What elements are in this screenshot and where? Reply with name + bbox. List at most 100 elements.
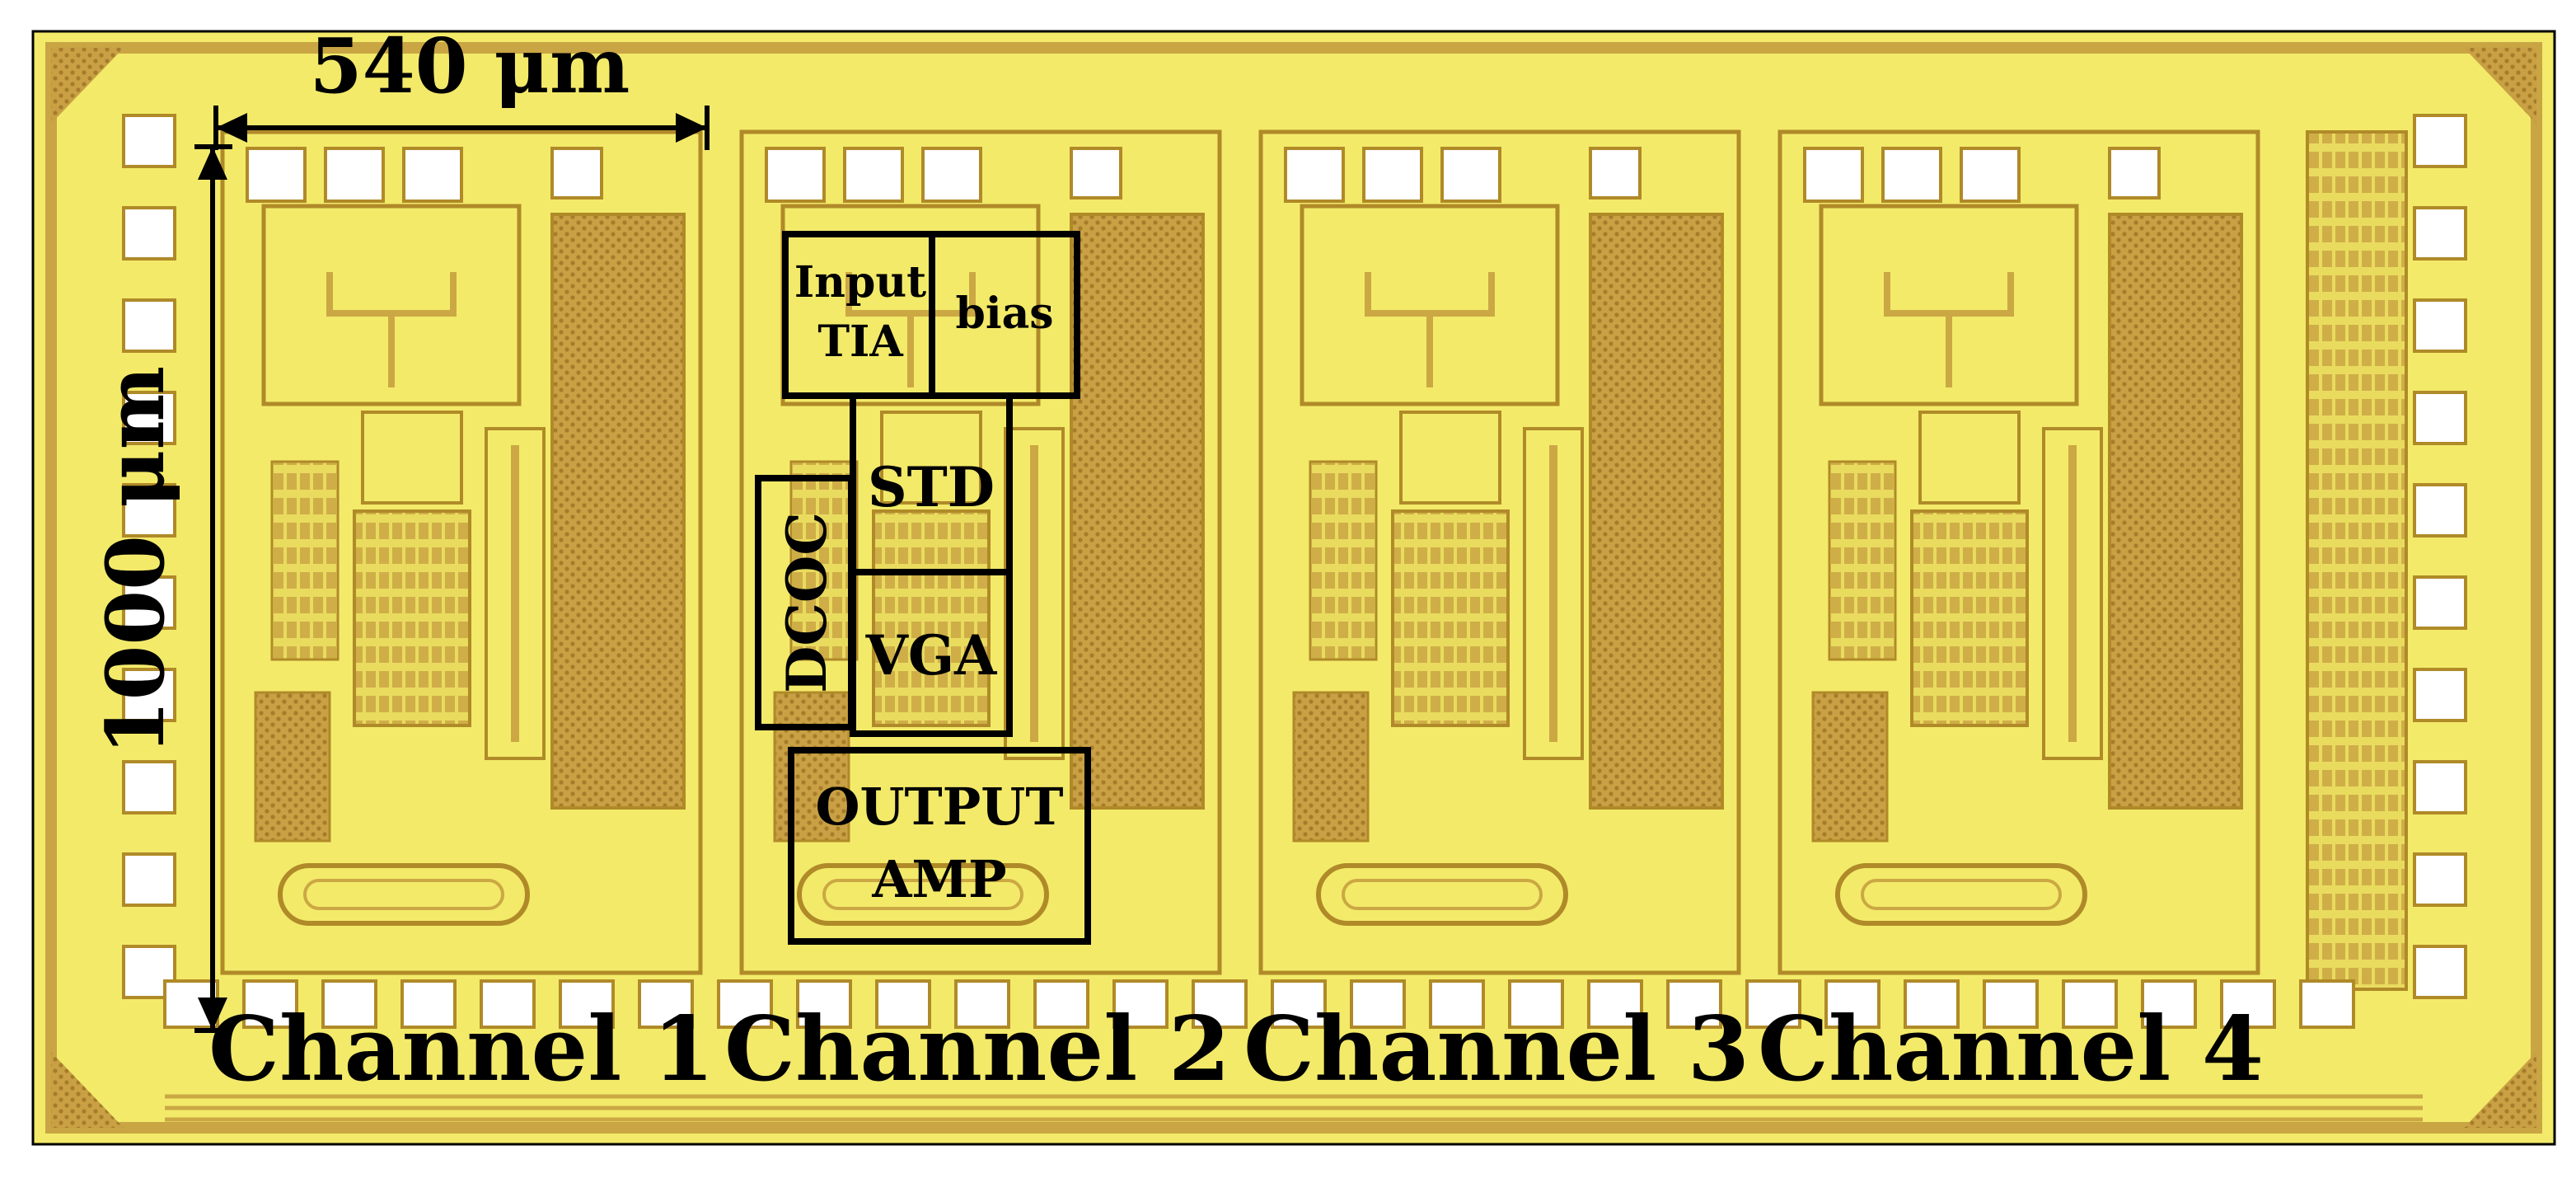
channel-frame <box>220 129 703 975</box>
input-trace <box>1365 272 1495 387</box>
left-edge-pad <box>122 483 176 538</box>
mid-block <box>880 411 982 505</box>
right-edge-pad <box>2413 760 2467 814</box>
bond-pads <box>122 114 2467 1122</box>
channel-top-pad <box>1881 147 1942 203</box>
vertical-bus <box>485 427 546 760</box>
left-edge-pad <box>122 852 176 907</box>
output-loop <box>797 863 1049 926</box>
left-edge-pad <box>122 760 176 814</box>
seal-ring <box>45 42 2542 1134</box>
output-loop-inner <box>1861 879 2062 910</box>
channel-top-pad <box>1284 147 1345 203</box>
dcoc-label: DCOC <box>775 512 839 693</box>
block-labels: Input TIA bias STD DCOC VGA OUTPUT AMP <box>775 257 1064 909</box>
input-region <box>1300 204 1560 406</box>
corner-br <box>2464 1052 2536 1128</box>
output-loop-inner <box>822 879 1023 910</box>
bottom-pad <box>1192 979 1248 1029</box>
left-edge-pad <box>122 391 176 445</box>
width-dimension: 540 μm <box>213 21 710 150</box>
height-arrow-top <box>198 147 227 180</box>
lower-hatch <box>1292 691 1370 843</box>
left-edge-pad <box>122 298 176 353</box>
left-edge-pad <box>122 114 176 168</box>
right-edge-pad <box>2413 391 2467 445</box>
right-capacitor-strip <box>2306 130 2408 991</box>
input-region <box>1819 204 2079 406</box>
height-label: 1000 μm <box>89 366 182 755</box>
bottom-pad <box>1983 979 2039 1029</box>
bias-label: bias <box>955 289 1053 339</box>
left-array <box>1828 460 1897 661</box>
mid-block <box>1399 411 1501 505</box>
channel-2-label: Channel 2 <box>724 998 1230 1101</box>
channel-top-pad <box>2108 147 2161 200</box>
left-array <box>270 460 340 661</box>
input-trace <box>326 272 457 387</box>
bottom-pad <box>480 979 536 1029</box>
lower-hatch <box>773 691 850 843</box>
bottom-pad <box>2062 979 2118 1029</box>
width-arrow-right <box>676 113 707 143</box>
output-loop <box>278 863 530 926</box>
channel-top-pad <box>1589 147 1642 200</box>
channel-top-pad <box>1960 147 2021 203</box>
bottom-pad <box>1824 979 1880 1029</box>
left-edge-pad <box>122 206 176 261</box>
channel-top-pad <box>843 147 904 203</box>
channel-frame <box>1777 129 2260 975</box>
input-trace <box>845 272 976 387</box>
channel-frame <box>739 129 1222 975</box>
block-annotations <box>755 231 1091 945</box>
input-tia-label-line2: TIA <box>817 317 903 367</box>
left-array <box>789 460 859 661</box>
transistor-array <box>353 509 471 727</box>
right-edge-pad <box>2413 668 2467 722</box>
corner-tl <box>51 48 124 124</box>
bottom-pad <box>321 979 377 1029</box>
channel-top-pad <box>921 147 982 203</box>
right-edge-pad <box>2413 852 2467 907</box>
bottom-pad <box>717 979 773 1029</box>
bottom-pad <box>1271 979 1327 1029</box>
lower-hatch <box>1811 691 1889 843</box>
bottom-pad <box>1350 979 1406 1029</box>
vertical-bus <box>1004 427 1065 760</box>
bottom-pad <box>1112 979 1169 1029</box>
bottom-pad <box>2220 979 2276 1029</box>
transistor-array <box>1391 509 1510 727</box>
ground-plane <box>1070 213 1205 810</box>
input-tia-label-line1: Input <box>794 257 926 307</box>
output-loop-inner <box>303 879 504 910</box>
output-amp-label-line1: OUTPUT <box>815 777 1063 837</box>
left-edge-pad <box>122 575 176 630</box>
height-dimension: 1000 μm <box>89 144 232 1033</box>
vga-box <box>850 569 1013 737</box>
lower-hatch <box>254 691 331 843</box>
bottom-pad <box>1033 979 1089 1029</box>
bottom-pad <box>1587 979 1643 1029</box>
bottom-pad <box>875 979 931 1029</box>
transistor-array <box>872 509 991 727</box>
corner-bl <box>51 1052 124 1128</box>
output-amp-label-line2: AMP <box>871 849 1006 909</box>
input-region <box>261 204 522 406</box>
bottom-pad <box>1904 979 1960 1029</box>
input-trace <box>1884 272 2014 387</box>
channel-frame <box>1258 129 1741 975</box>
width-label: 540 μm <box>310 21 630 110</box>
channel-top-pad <box>1803 147 1864 203</box>
channel-4-label: Channel 4 <box>1758 998 2264 1101</box>
bottom-pad <box>1508 979 1564 1029</box>
output-amp-box <box>788 747 1091 945</box>
output-loop-inner <box>1342 879 1543 910</box>
bottom-pad <box>1666 979 1722 1029</box>
bottom-pad <box>400 979 457 1029</box>
channel-top-pad <box>246 147 307 203</box>
channel-3-layout <box>1258 129 1741 975</box>
std-label: STD <box>868 455 995 519</box>
output-loop <box>1316 863 1568 926</box>
channel-top-pad <box>765 147 826 203</box>
